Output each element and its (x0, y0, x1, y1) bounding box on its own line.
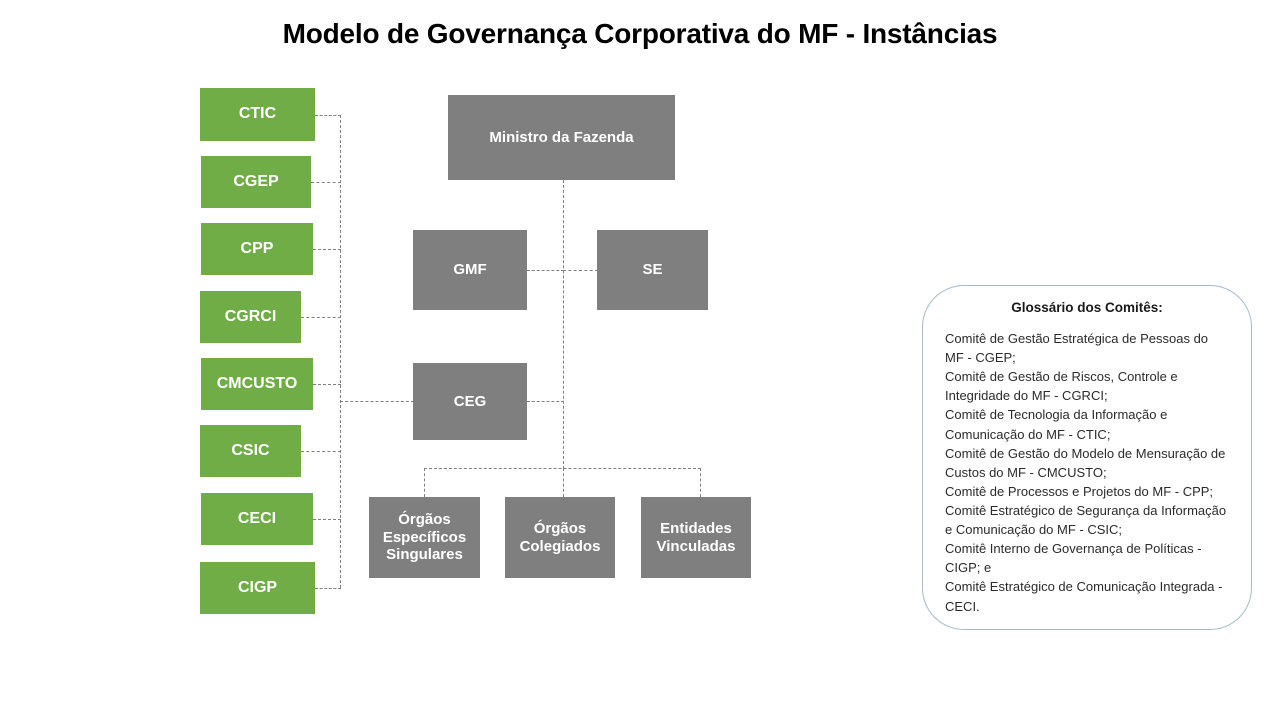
connector-gmf-to-spine (527, 270, 564, 271)
committee-box-ceci[interactable]: CECI (201, 493, 313, 545)
connector-cmcusto-to-bus (313, 384, 341, 385)
committee-box-cgrci[interactable]: CGRCI (200, 291, 301, 343)
connector-drop-entidades-vinculadas (700, 468, 701, 497)
connector-bus-to-ceg (340, 401, 414, 402)
connector-cgep-to-bus (311, 182, 341, 183)
glossary-list: Comitê de Gestão Estratégica de Pessoas … (945, 329, 1229, 616)
committee-box-csic[interactable]: CSIC (200, 425, 301, 477)
bottom-tree-horizontal-bar (424, 468, 701, 469)
committee-box-ctic[interactable]: CTIC (200, 88, 315, 141)
committee-label: CMCUSTO (216, 374, 298, 392)
org-label: CEG (453, 392, 487, 410)
org-label: SE (642, 261, 663, 279)
connector-ceg-to-spine (527, 401, 564, 402)
glossary-item: Comitê de Gestão do Modelo de Mensuração… (945, 445, 1226, 480)
committee-box-cpp[interactable]: CPP (201, 223, 313, 275)
connector-cpp-to-bus (313, 249, 341, 250)
committee-label: CGEP (233, 172, 279, 190)
committee-box-cmcusto[interactable]: CMCUSTO (201, 358, 313, 410)
org-label: GMF (453, 261, 487, 279)
glossary-item: Comitê Estratégico de Segurança da Infor… (945, 502, 1227, 538)
connector-drop-orgaos-especificos (424, 468, 425, 497)
glossary-item: Comitê de Processos e Projetos do MF - C… (945, 483, 1214, 499)
committee-label: CSIC (231, 441, 270, 459)
connector-spine-to-se (563, 270, 598, 271)
org-label: Ministro da Fazenda (489, 128, 634, 146)
committee-label: CTIC (238, 105, 277, 123)
org-box-entidades-vinculadas[interactable]: Entidades Vinculadas (641, 497, 751, 578)
central-spine-vertical (563, 180, 564, 469)
org-label: Órgãos Específicos Singulares (382, 510, 467, 564)
org-box-ministro-da-fazenda[interactable]: Ministro da Fazenda (448, 95, 675, 180)
page-title: Modelo de Governança Corporativa do MF -… (282, 18, 998, 49)
glossary-title: Glossário dos Comitês: (1011, 300, 1163, 315)
committee-box-cigp[interactable]: CIGP (200, 562, 315, 614)
glossary-item: Comitê de Tecnologia da Informação e Com… (945, 407, 1168, 442)
org-label: Órgãos Colegiados (519, 519, 601, 555)
glossary-item: Comitê de Gestão Estratégica de Pessoas … (945, 331, 1209, 366)
committee-box-cgep[interactable]: CGEP (201, 156, 311, 208)
org-box-orgaos-colegiados[interactable]: Órgãos Colegiados (505, 497, 615, 578)
glossary-item: Comitê Interno de Governança de Política… (945, 541, 1202, 576)
connector-csic-to-bus (301, 451, 341, 452)
org-box-gmf[interactable]: GMF (413, 230, 527, 310)
org-box-se[interactable]: SE (597, 230, 708, 310)
connector-ceci-to-bus (313, 519, 341, 520)
connector-cgrci-to-bus (301, 317, 341, 318)
glossary-item: Comitê Estratégico de Comunicação Integr… (945, 579, 1223, 614)
connector-ctic-to-bus (315, 115, 341, 116)
connector-cigp-to-bus (315, 588, 341, 589)
committee-label: CGRCI (224, 307, 277, 325)
glossary-panel: Glossário dos Comitês: Comitê de Gestão … (922, 285, 1252, 630)
committee-bus-vertical (340, 115, 341, 588)
org-box-ceg[interactable]: CEG (413, 363, 527, 440)
committee-label: CECI (237, 509, 277, 527)
committee-label: CIGP (237, 578, 278, 596)
org-box-orgaos-especificos-singulares[interactable]: Órgãos Específicos Singulares (369, 497, 480, 578)
glossary-item: Comitê de Gestão de Riscos, Controle e I… (945, 369, 1178, 404)
connector-drop-orgaos-colegiados (563, 468, 564, 497)
org-label: Entidades Vinculadas (656, 519, 736, 555)
committee-label: CPP (240, 239, 274, 257)
